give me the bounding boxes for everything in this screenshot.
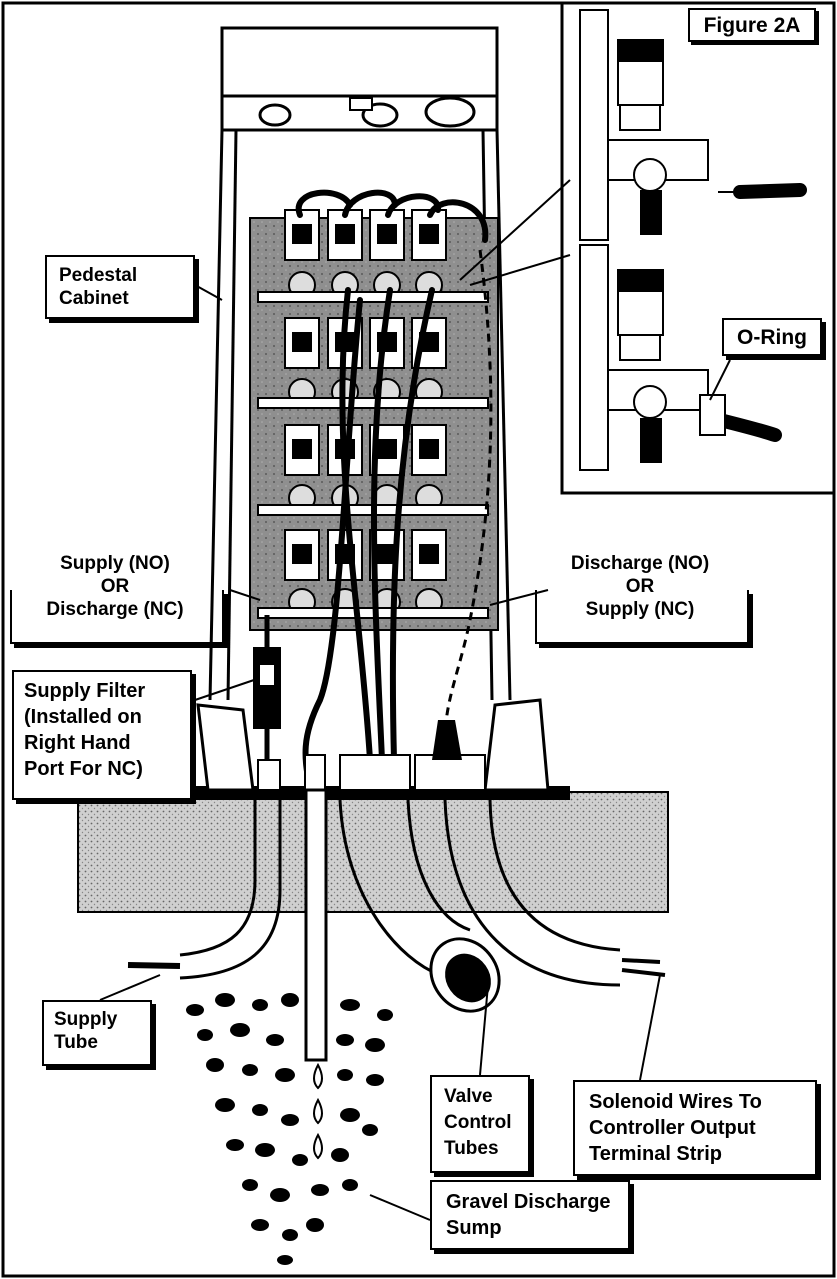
figure-2a-title: Figure 2A: [688, 8, 816, 42]
o-ring-label: O-Ring: [722, 318, 822, 356]
cabinet-base: [196, 698, 550, 792]
gravel-discharge-sump-label: Gravel Discharge Sump: [430, 1180, 630, 1250]
dashed-tube: [443, 249, 493, 741]
solenoid-wire-conduit: [443, 799, 666, 987]
concrete-pad: [77, 786, 669, 913]
valve-control-conduit: [338, 799, 471, 977]
conduit-end: [429, 937, 501, 1013]
supply-tube-label: Supply Tube: [42, 1000, 152, 1066]
water-drops: [313, 1062, 323, 1160]
supply-filter: [253, 615, 281, 760]
solenoid-wires-label: Solenoid Wires To Controller Output Term…: [573, 1080, 817, 1176]
discharge-no-supply-nc-label: Discharge (NO) OR Supply (NC): [570, 553, 710, 620]
supply-tube-conduit: [127, 800, 282, 980]
junction-boxes: [257, 754, 486, 791]
valve-control-tubes-bundle: [295, 189, 489, 793]
discharge-pipe: [304, 788, 328, 1062]
supply-no-discharge-nc-label: Supply (NO) OR Discharge (NC): [46, 553, 184, 620]
leader-lines: [99, 179, 731, 1221]
valve-control-tubes-label: Valve Control Tubes: [430, 1075, 530, 1173]
supply-filter-label: Supply Filter (Installed on Right Hand P…: [12, 670, 192, 800]
figure-2a-inset: [560, 1, 836, 495]
gravel-sump: [186, 993, 393, 1265]
wire-connector: [432, 720, 462, 760]
pedestal-cabinet-label: Pedestal Cabinet: [45, 255, 195, 319]
